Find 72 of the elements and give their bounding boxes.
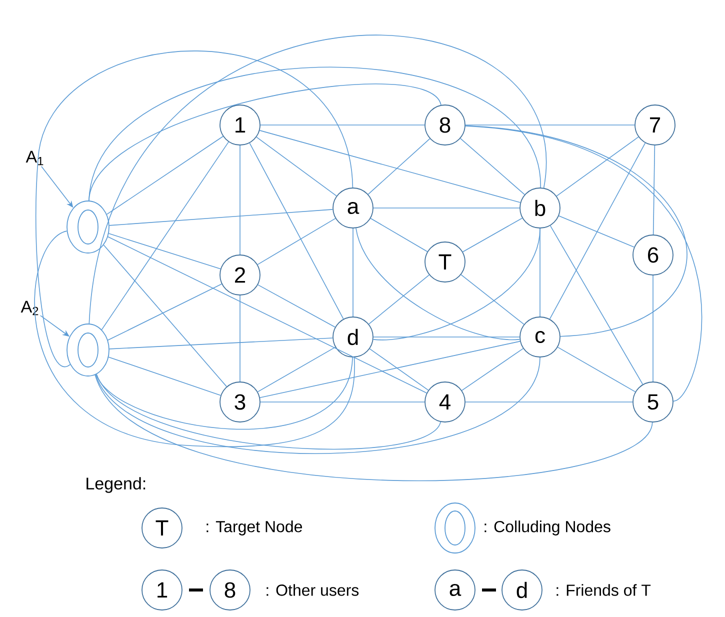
edge-line bbox=[462, 218, 523, 252]
edge-line bbox=[96, 357, 353, 430]
user-node: 1 bbox=[220, 104, 260, 146]
legend-node-sample: T bbox=[142, 508, 182, 548]
edge-line bbox=[249, 142, 344, 320]
user-node: d bbox=[332, 316, 374, 358]
edge-line bbox=[557, 346, 636, 392]
edge-line bbox=[94, 374, 653, 481]
colluding-node bbox=[66, 324, 110, 376]
user-node: 3 bbox=[220, 382, 260, 422]
edge-line bbox=[108, 233, 221, 270]
legend-node-sample: 8 bbox=[210, 570, 250, 610]
edge-line bbox=[260, 124, 425, 126]
colluding-node bbox=[66, 200, 110, 254]
edge-line bbox=[109, 209, 333, 226]
edge-line bbox=[558, 215, 635, 248]
edge-line bbox=[368, 274, 430, 324]
user-node: a bbox=[332, 188, 374, 228]
legend-text: : Other users bbox=[266, 584, 359, 596]
edge-line bbox=[465, 126, 702, 402]
edge-line bbox=[258, 284, 336, 328]
edge-line bbox=[356, 228, 520, 340]
edge-line bbox=[372, 228, 540, 340]
edge-line bbox=[95, 357, 540, 454]
edge-line bbox=[259, 130, 521, 203]
legend-text: : Friends of T bbox=[556, 584, 651, 596]
edge-line bbox=[549, 142, 646, 320]
user-node: 2 bbox=[220, 254, 260, 296]
legend-node-sample: a bbox=[434, 570, 476, 610]
edge-line bbox=[550, 225, 644, 385]
edge-line bbox=[652, 145, 656, 235]
edge-line bbox=[108, 236, 428, 394]
edge-line bbox=[257, 346, 336, 392]
edge-line bbox=[460, 274, 524, 325]
edge-line bbox=[101, 142, 229, 330]
legend-node-sample: 1 bbox=[142, 570, 182, 610]
edge-line bbox=[96, 374, 441, 450]
user-node: b bbox=[520, 188, 560, 228]
edge-line bbox=[352, 228, 354, 317]
edge-line bbox=[465, 124, 635, 126]
user-node: 5 bbox=[632, 382, 674, 422]
edge-line bbox=[373, 336, 520, 338]
user-node: 6 bbox=[632, 234, 674, 276]
legend-text: : Target Node bbox=[206, 520, 302, 536]
user-node: c bbox=[520, 316, 560, 358]
edge-line bbox=[256, 136, 337, 196]
legend-node-sample: d bbox=[502, 570, 542, 610]
user-node: 8 bbox=[424, 104, 466, 146]
legend-text: : Colluding Nodes bbox=[484, 520, 610, 536]
edge-line bbox=[368, 138, 430, 195]
edge-line bbox=[103, 244, 227, 387]
edge-line bbox=[370, 218, 428, 252]
node-label: A$_{1}$ bbox=[26, 150, 44, 166]
edge-line bbox=[257, 218, 336, 265]
edge-line bbox=[34, 230, 355, 447]
edge-line bbox=[109, 338, 333, 350]
edge-line bbox=[88, 35, 544, 324]
edge-line bbox=[108, 284, 222, 341]
user-node: 7 bbox=[634, 104, 676, 146]
user-node: T bbox=[424, 242, 466, 282]
edge-line bbox=[260, 340, 520, 398]
edge-line bbox=[652, 275, 654, 382]
edge-line bbox=[556, 136, 639, 196]
edge-line bbox=[106, 136, 224, 215]
legend-title: Legend: bbox=[86, 477, 146, 493]
edge-line bbox=[460, 138, 525, 195]
edge-line bbox=[108, 356, 222, 396]
edge-line bbox=[88, 66, 541, 201]
edge-line bbox=[35, 50, 354, 368]
edge-line bbox=[369, 348, 429, 391]
user-node: 4 bbox=[424, 382, 466, 422]
edge-line bbox=[461, 348, 524, 391]
